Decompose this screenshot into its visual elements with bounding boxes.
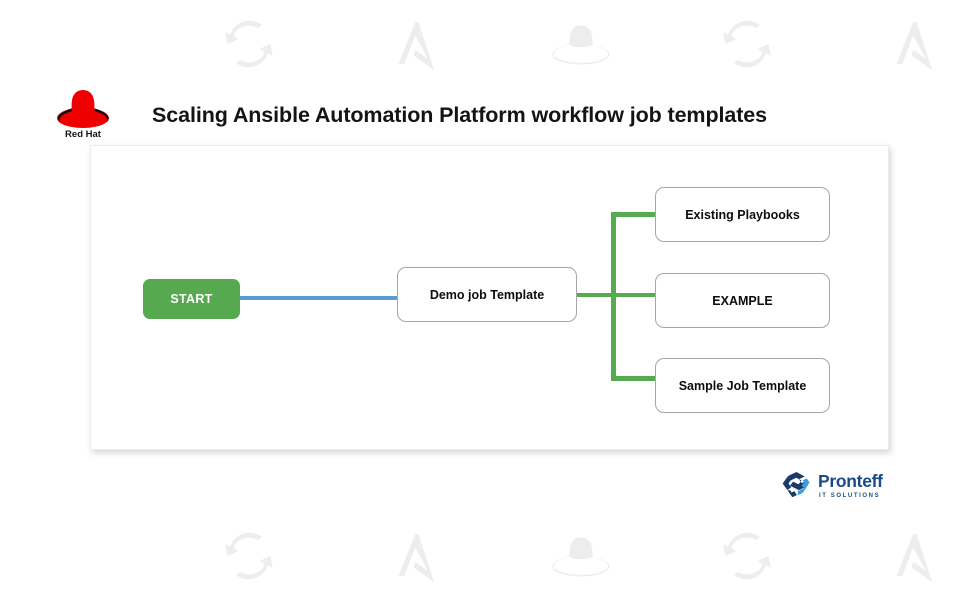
- pronteff-wordmark: Pronteff IT SOLUTIONS: [818, 470, 883, 500]
- pronteff-logo: Pronteff IT SOLUTIONS: [779, 466, 891, 506]
- watermark-slot: [0, 4, 166, 84]
- pronteff-company-name: Pronteff: [818, 470, 883, 491]
- watermark-band-bottom: [0, 516, 961, 596]
- ansible-sync-icon: [664, 516, 830, 596]
- node-existing-playbooks-label: Existing Playbooks: [685, 207, 800, 222]
- redhat-fedora-icon: [498, 4, 664, 84]
- node-start-label: START: [170, 292, 213, 306]
- watermark-band-top: [0, 4, 961, 84]
- pronteff-emblem-icon: [779, 469, 813, 503]
- pronteff-tagline: IT SOLUTIONS: [819, 493, 881, 500]
- ansible-a-icon: [830, 4, 961, 84]
- node-sample-job-template[interactable]: Sample Job Template: [655, 358, 830, 413]
- ansible-a-icon: [332, 516, 498, 596]
- connector-branch-3: [611, 376, 657, 381]
- node-example-label: EXAMPLE: [712, 293, 773, 308]
- node-example[interactable]: EXAMPLE: [655, 273, 830, 328]
- node-existing-playbooks[interactable]: Existing Playbooks: [655, 187, 830, 242]
- page-title: Scaling Ansible Automation Platform work…: [152, 103, 767, 127]
- connector-demo-to-trunk: [577, 293, 616, 297]
- watermark-slot: [0, 516, 166, 596]
- ansible-sync-icon: [664, 4, 830, 84]
- ansible-sync-icon: [166, 516, 332, 596]
- ansible-sync-icon: [166, 4, 332, 84]
- redhat-wordmark: Red Hat: [65, 129, 102, 140]
- redhat-fedora-icon: [498, 516, 664, 596]
- ansible-a-icon: [830, 516, 961, 596]
- redhat-logo: Red Hat: [52, 86, 114, 140]
- node-start[interactable]: START: [143, 279, 240, 319]
- node-sample-job-template-label: Sample Job Template: [678, 378, 807, 393]
- node-demo-job-template[interactable]: Demo job Template: [397, 267, 577, 322]
- connector-start-to-demo: [240, 296, 398, 300]
- connector-branch-1: [611, 212, 657, 217]
- connector-branch-2: [611, 293, 657, 297]
- node-demo-job-template-label: Demo job Template: [429, 287, 545, 302]
- ansible-a-icon: [332, 4, 498, 84]
